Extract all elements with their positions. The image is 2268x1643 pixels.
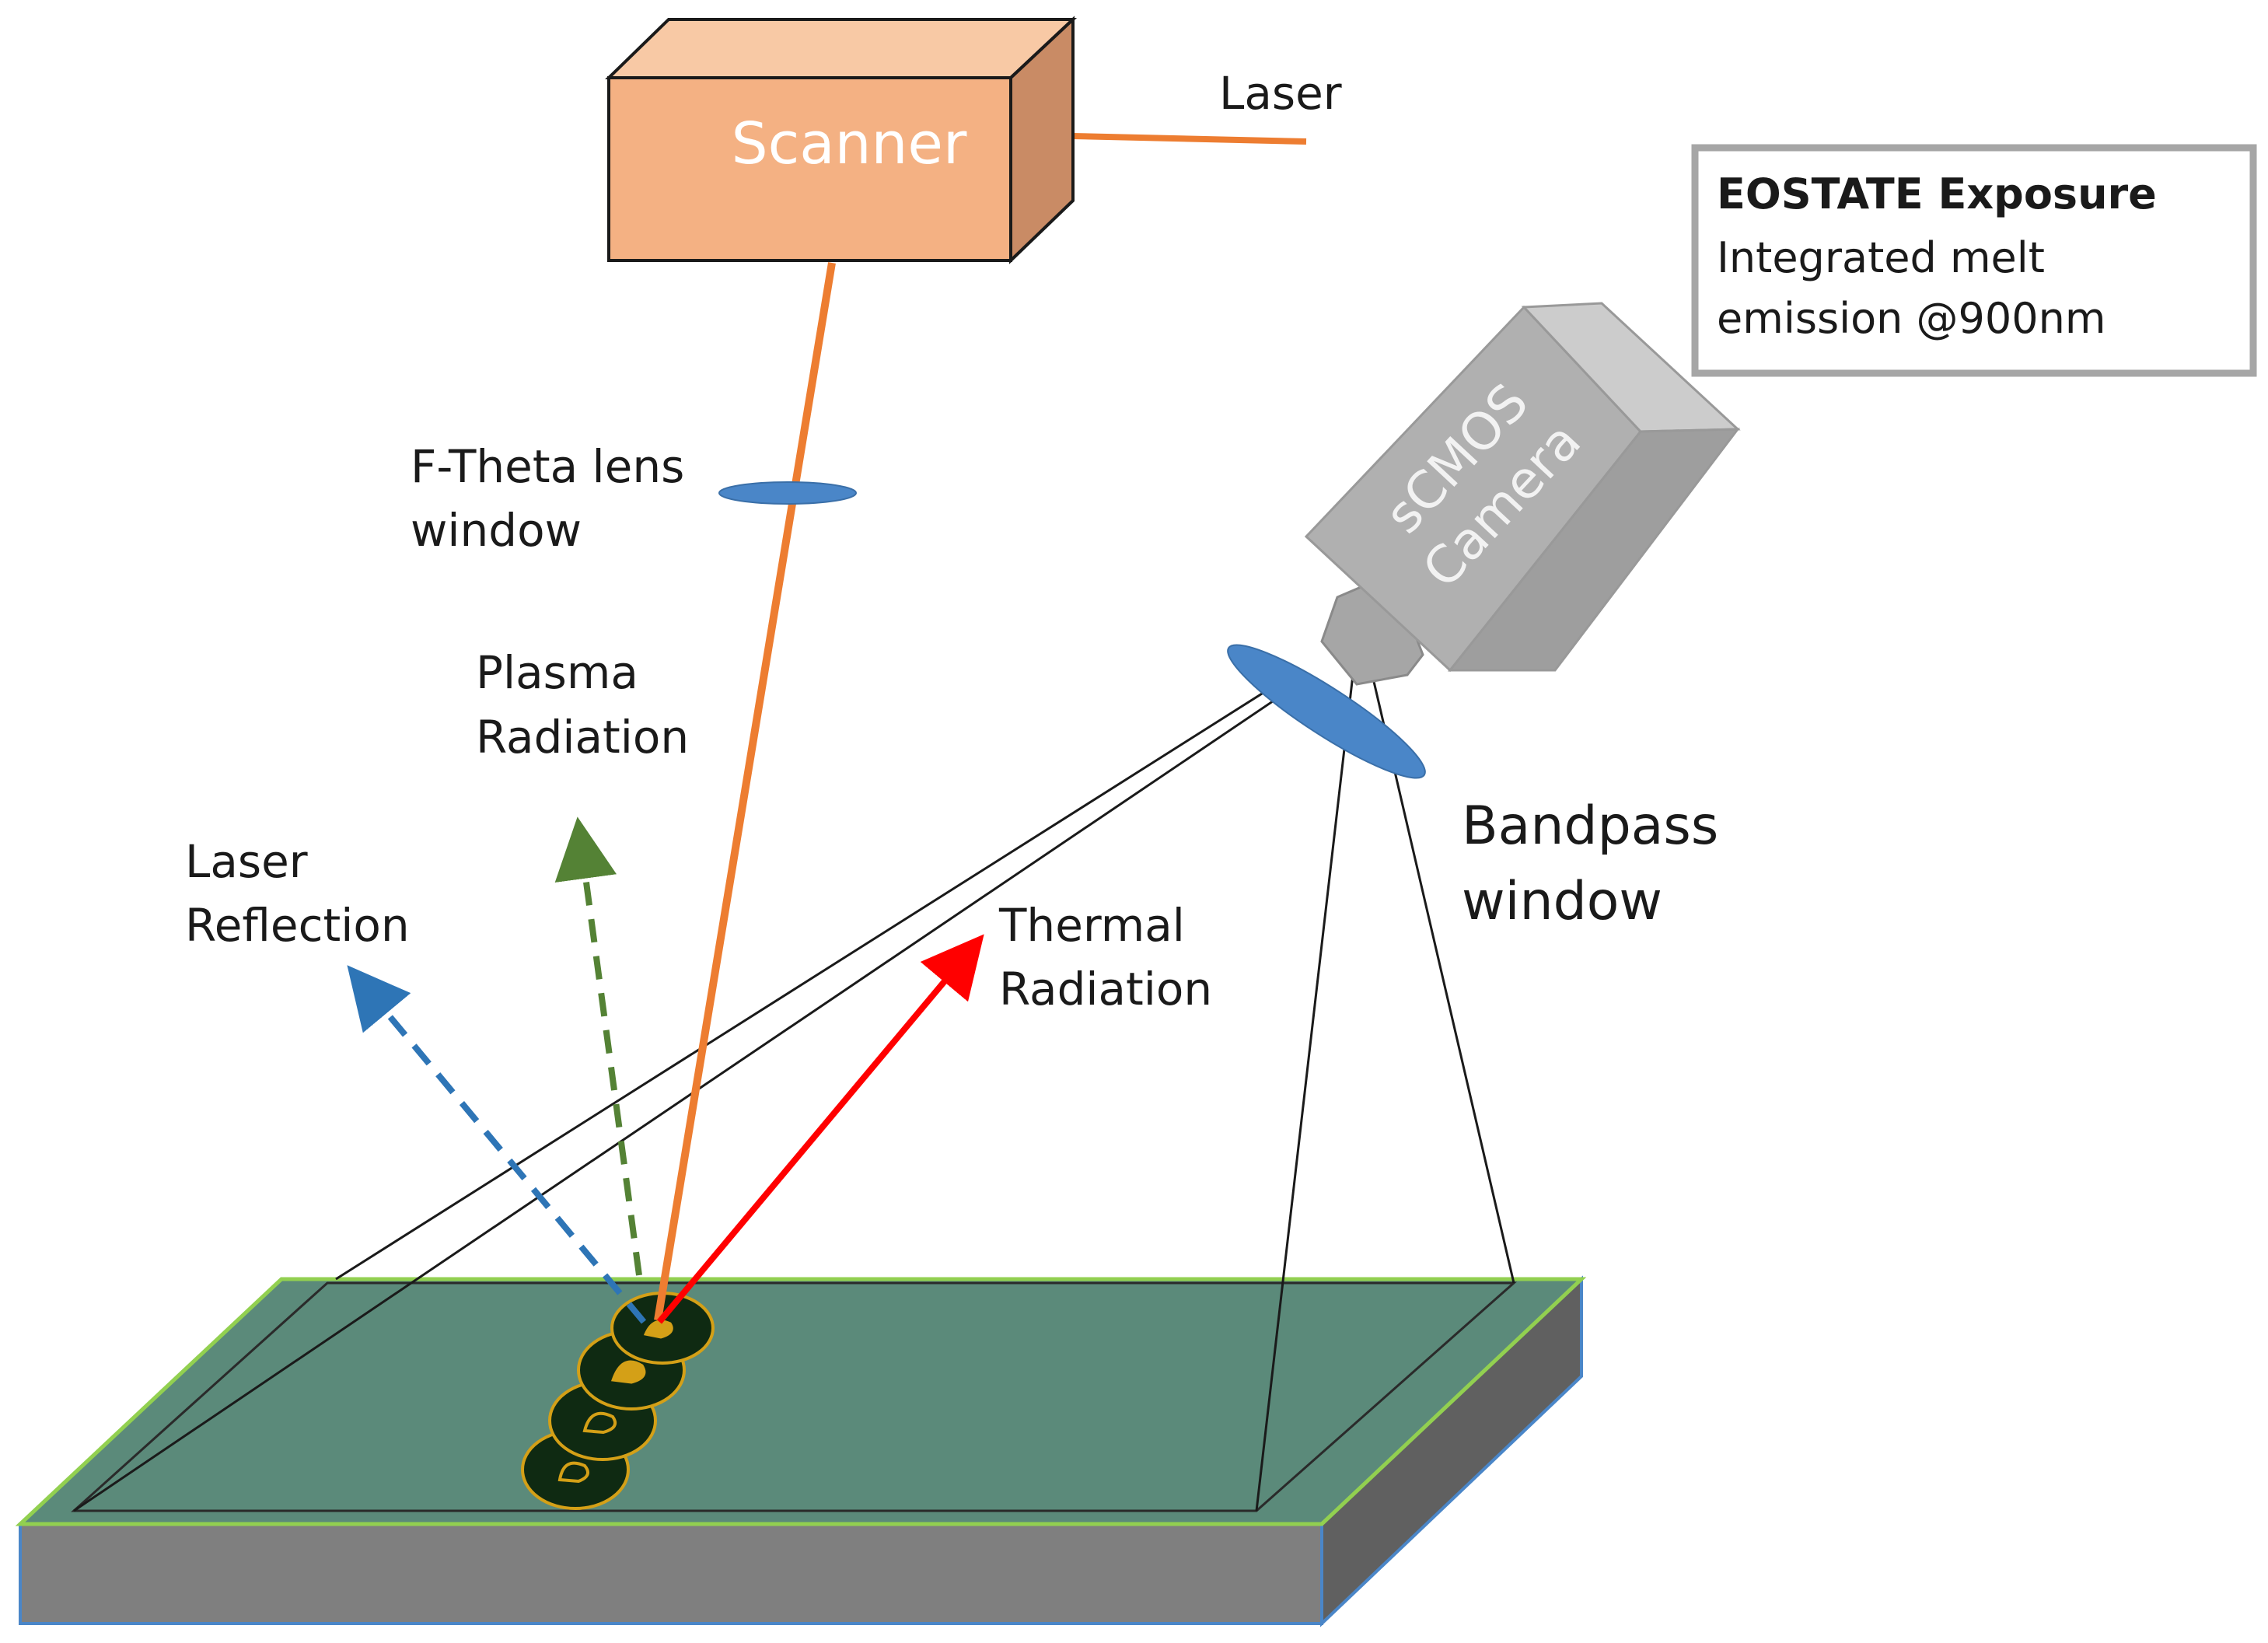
thermal-radiation-arrow — [656, 934, 984, 1324]
plasma-label-line1: Plasma — [476, 646, 638, 699]
scanner-top-face — [605, 18, 1078, 79]
thermal-label-line2: Radiation — [999, 963, 1212, 1016]
lens-label-line1: F-Theta lens — [411, 440, 684, 493]
plasma-radiation-arrow — [554, 816, 642, 1276]
bandpass-lens — [1227, 644, 1426, 779]
bandpass-label-line2: window — [1462, 871, 1662, 932]
camera-side-face — [1447, 428, 1741, 672]
camera-view-lines — [73, 674, 1515, 1512]
reflection-label-line2: Reflection — [185, 899, 410, 952]
info-box-title: EOSTATE Exposure — [1717, 170, 2157, 218]
thermal-label-line1: Thermal — [998, 899, 1185, 952]
reflection-label-line1: Laser — [185, 835, 308, 888]
laser-beam — [654, 262, 836, 1321]
build-plate — [15, 1275, 1587, 1627]
scanner-front-face — [607, 76, 1012, 262]
f-theta-lens — [718, 481, 857, 505]
plasma-label-line2: Radiation — [476, 711, 689, 764]
build-plate-top-face — [15, 1277, 1587, 1526]
laser-input-line — [1072, 133, 1307, 145]
info-box-frame — [1691, 144, 2257, 377]
info-box: EOSTATE Exposure Integrated melt emissio… — [1691, 144, 2257, 377]
scanner-label: Scanner — [732, 110, 967, 177]
info-box-line1: Integrated melt — [1717, 233, 2045, 282]
laser-label: Laser — [1219, 67, 1342, 120]
bandpass-label-line1: Bandpass — [1462, 795, 1718, 857]
laser-reflection-arrow — [347, 965, 647, 1324]
scanner-box — [605, 16, 1078, 264]
build-plate-front-face — [19, 1522, 1323, 1625]
lens-label-line2: window — [411, 504, 582, 557]
scmos-camera: sCMOS Camera — [1304, 302, 1741, 686]
melt-pool-track — [521, 1292, 715, 1510]
info-box-line2: emission @900nm — [1717, 294, 2106, 343]
